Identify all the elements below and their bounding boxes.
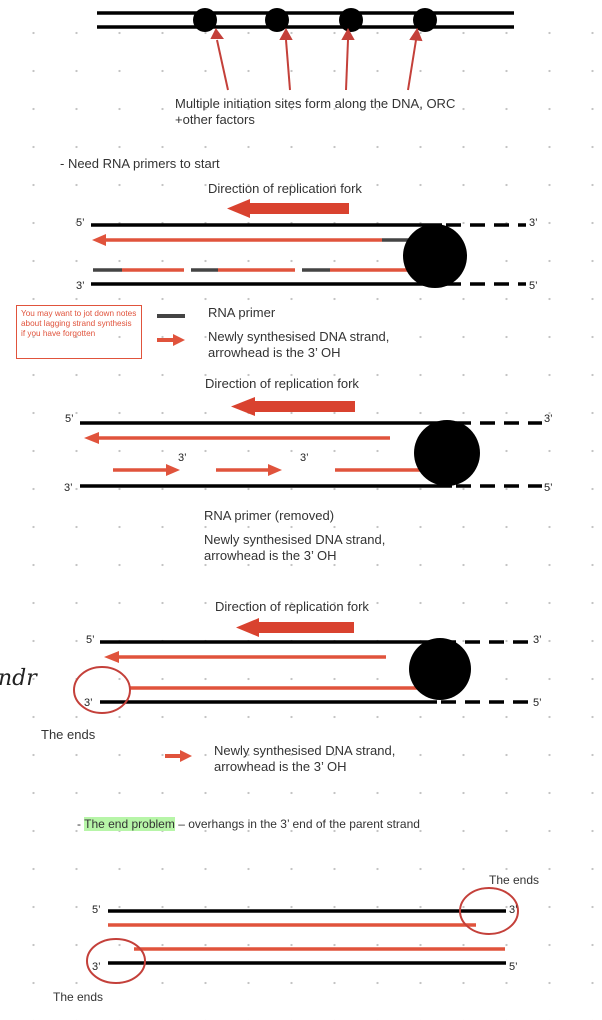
end-label-5prime: 5’ — [65, 413, 74, 425]
legend-new-strand-line1: Newly synthesised DNA strand, — [214, 743, 396, 758]
legend-rna-primer: RNA primer — [208, 305, 276, 320]
end-label-3prime: 3’ — [300, 452, 309, 464]
origin-site — [413, 8, 437, 32]
ends-diagram — [73, 618, 530, 762]
the-ends-label: The ends — [41, 727, 96, 742]
initiation-diagram — [97, 8, 514, 91]
end-label-3prime: 3’ — [84, 697, 93, 709]
end-label-3prime: 3’ — [92, 961, 101, 973]
end-circle-annotation — [459, 887, 519, 935]
end-label-5prime: 5’ — [529, 280, 538, 292]
okazaki-arrowhead — [268, 464, 282, 476]
origin-site — [193, 8, 217, 32]
legend-1-icons — [157, 314, 185, 346]
primers-heading: - Need RNA primers to start — [60, 156, 220, 171]
pointer-arrow — [407, 39, 417, 91]
end-label-5prime: 5’ — [86, 634, 95, 646]
replication-fork-arrowhead — [236, 618, 259, 637]
replication-fork-arrowhead — [231, 397, 255, 416]
origin-site — [265, 8, 289, 32]
end-label-5prime: 5’ — [509, 961, 518, 973]
end-label-3prime: 3’ — [529, 217, 538, 229]
end-circle-annotation — [86, 938, 146, 984]
initiation-caption-line1: Multiple initiation sites form along the… — [175, 96, 456, 111]
end-label-5prime: 5’ — [76, 217, 85, 229]
pointer-arrowhead — [409, 27, 423, 42]
handwritten-scribble: ndr — [0, 666, 37, 691]
pointer-arrowhead — [279, 27, 293, 40]
leading-strand-arrowhead — [84, 432, 99, 444]
primer-fork-diagram — [91, 199, 526, 288]
helicase-circle-icon — [409, 638, 471, 700]
helicase-circle-icon — [403, 224, 467, 288]
replication-fork-arrow-icon — [254, 401, 355, 412]
end-label-3prime: 3’ — [76, 280, 85, 292]
legend-new-strand: Newly synthesised DNA strand, arrowhead … — [204, 532, 385, 565]
legend-new-strand-line2: arrowhead is the 3’ OH — [208, 345, 341, 361]
replication-fork-arrow-icon — [249, 203, 349, 214]
end-problem-prefix: - — [77, 817, 85, 831]
arrow-right-icon-head — [180, 750, 192, 762]
legend-new-strand-line1: Newly synthesised DNA strand, — [208, 329, 390, 344]
end-label-5prime: 5’ — [533, 697, 542, 709]
end-problem-rest: – overhangs in the 3’ end of the parent … — [174, 817, 420, 831]
legend-new-strand: Newly synthesised DNA strand, arrowhead … — [208, 329, 389, 362]
helicase-circle-icon — [414, 420, 480, 486]
the-ends-label: The ends — [53, 990, 104, 1004]
replication-fork-arrowhead — [227, 199, 250, 218]
end-label-3prime: 3’ — [533, 634, 542, 646]
end-label-3prime: 3’ — [544, 413, 553, 425]
end-label-5prime: 5’ — [92, 904, 101, 916]
end-label-3prime: 3’ — [64, 482, 73, 494]
end-circle-annotation — [73, 666, 131, 714]
initiation-caption-line2: +other factors — [175, 112, 255, 128]
okazaki-arrowhead — [166, 464, 180, 476]
replication-fork-arrow-icon — [258, 622, 354, 633]
end-label-3prime: 3’ — [178, 452, 187, 464]
legend-new-strand-line2: arrowhead is the 3’ OH — [204, 548, 337, 564]
primer-removed-diagram — [80, 397, 542, 488]
initiation-caption: Multiple initiation sites form along the… — [175, 96, 455, 129]
pointer-arrow — [285, 39, 291, 91]
end-label-5prime: 5’ — [544, 482, 553, 494]
legend-rna-primer-removed: RNA primer (removed) — [204, 508, 335, 523]
leading-strand-arrowhead — [92, 234, 106, 246]
origin-site — [339, 8, 363, 32]
end-label-3prime: 3’ — [509, 904, 518, 916]
the-ends-label: The ends — [489, 873, 540, 887]
pointer-arrowhead — [210, 28, 224, 39]
fork-direction-label: Direction of replication fork — [208, 181, 362, 196]
lagging-strand-note: You may want to jot down notes about lag… — [16, 305, 142, 359]
pointer-arrow — [345, 39, 349, 91]
legend-new-strand-line2: arrowhead is the 3’ OH — [214, 759, 347, 775]
fork-direction-label: Direction of replication fork — [205, 376, 359, 391]
end-problem-highlight: The end problem — [84, 817, 175, 831]
pointer-arrow — [216, 39, 229, 91]
fork-direction-label: Direction of replication fork — [215, 599, 369, 614]
legend-new-strand-line1: Newly synthesised DNA strand, — [204, 532, 386, 547]
arrow-right-icon-head — [173, 334, 185, 346]
end-problem-heading: - The end problem – overhangs in the 3’ … — [77, 817, 420, 832]
pointer-arrowhead — [341, 27, 355, 40]
leading-strand-arrowhead — [104, 651, 119, 663]
legend-new-strand: Newly synthesised DNA strand, arrowhead … — [214, 743, 395, 776]
